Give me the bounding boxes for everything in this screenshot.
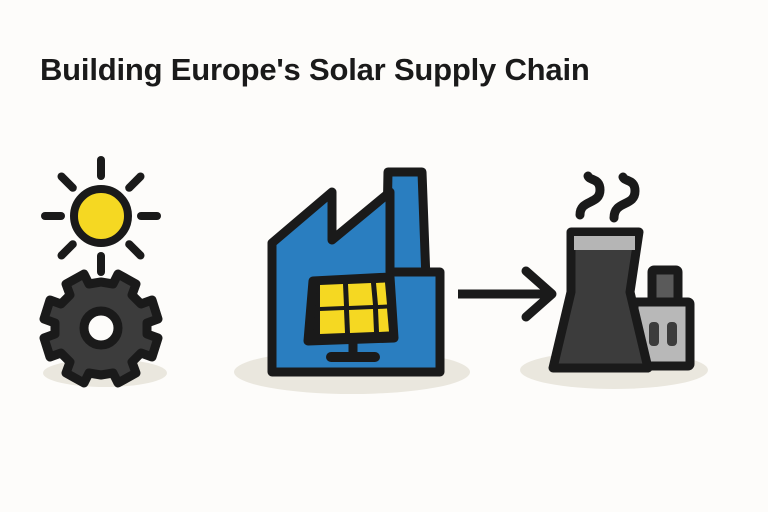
sun-ray-ne <box>125 240 145 260</box>
solar-cell-1 <box>320 284 344 307</box>
sun-ray-se <box>125 172 145 192</box>
solar-cell-6 <box>378 308 389 332</box>
solar-cell-5 <box>349 309 374 333</box>
smoke-wisp-2 <box>609 172 640 223</box>
solar-panel-icon <box>303 272 399 362</box>
cooling-tower-icon <box>548 227 653 373</box>
gear-icon <box>39 269 163 388</box>
sun-ray-nw <box>57 172 77 192</box>
smoke-wisp-1 <box>575 171 605 220</box>
plant-window-1 <box>649 322 659 346</box>
sun-disc <box>70 185 132 247</box>
plant-window-2 <box>667 322 677 346</box>
sun-ray-sw <box>57 240 77 260</box>
power-plant-icon <box>548 171 695 373</box>
solar-cell-4 <box>320 310 345 334</box>
sun-icon <box>41 156 161 276</box>
solar-cell-2 <box>348 283 373 306</box>
factory-icon <box>267 167 445 377</box>
page-title: Building Europe's Solar Supply Chain <box>40 52 590 87</box>
gear-center-hole <box>79 306 123 350</box>
solar-cell-3 <box>376 282 387 305</box>
arrow-right-icon <box>458 266 557 322</box>
smoke-icon <box>575 171 640 223</box>
cooling-tower-cap <box>574 236 635 250</box>
